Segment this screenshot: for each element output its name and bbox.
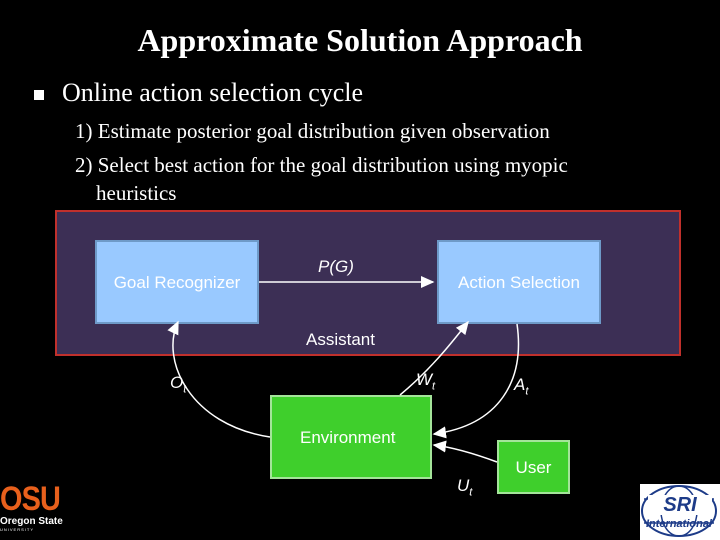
- p-g-label: P(G): [318, 257, 354, 276]
- user-box: [497, 440, 570, 494]
- sri-logo-text: SRI: [648, 495, 712, 515]
- osu-logo: OSU Oregon State UNIVERSITY: [0, 482, 64, 540]
- goal-recognizer-box: [95, 240, 259, 324]
- slide-title: Approximate Solution Approach: [137, 22, 583, 58]
- step-2-text: 2) Select best action for the goal distr…: [75, 153, 568, 177]
- o-t-label: Ot: [170, 373, 187, 396]
- assistant-label: Assistant: [306, 330, 375, 349]
- environment-label: Environment: [300, 428, 396, 447]
- arrow-observation: [167, 320, 271, 438]
- step-1-text: 1) Estimate posterior goal distribution …: [75, 119, 550, 143]
- osu-logo-text: OSU: [0, 480, 61, 518]
- arrow-action: [432, 323, 520, 439]
- goal-recognizer-label: Goal Recognizer: [113, 273, 241, 292]
- sri-logo-caption: International: [645, 518, 712, 530]
- osu-logo-caption: Oregon State: [0, 516, 63, 527]
- user-label: User: [515, 458, 552, 477]
- environment-box: [270, 395, 432, 479]
- bullet-square-icon: [34, 90, 44, 100]
- sri-logo: SRI International: [640, 484, 720, 540]
- step-2-continuation: heuristics: [96, 181, 177, 205]
- arrow-user-action: [432, 440, 498, 463]
- bullet-text: Online action selection cycle: [62, 78, 364, 107]
- w-t-label: Wt: [416, 370, 436, 393]
- a-t-label: At: [514, 375, 529, 398]
- action-selection-label: Action Selection: [458, 273, 580, 292]
- u-t-label: Ut: [457, 476, 473, 499]
- osu-logo-caption2: UNIVERSITY: [0, 527, 35, 532]
- arrow-world-state: [399, 320, 469, 396]
- action-selection-box: [437, 240, 601, 324]
